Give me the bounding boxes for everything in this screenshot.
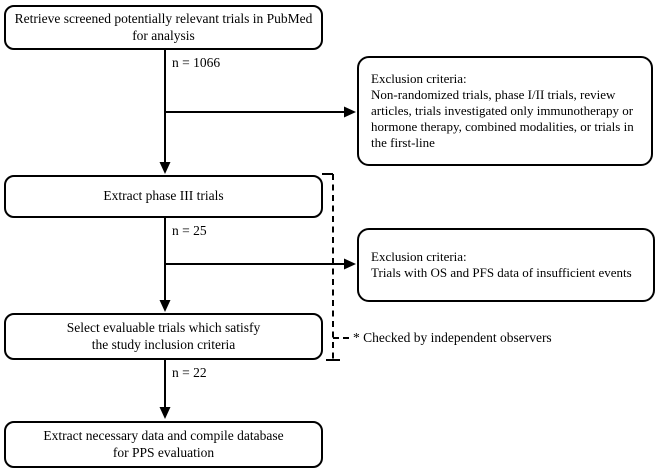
arrowhead-down-1-icon [159,162,171,174]
flow-box-select-evaluable-label: Select evaluable trials which satisfy th… [66,320,261,352]
exclusion-box-insufficient-events-title: Exclusion criteria: [371,249,467,265]
count-label-n1066: n = 1066 [172,55,221,70]
flow-box-extract-phase3-label: Extract phase III trials [103,188,224,204]
arrowhead-right-1-icon [344,106,356,118]
count-label-n25: n = 25 [172,223,207,238]
flow-box-extract-data-label: Extract necessary data and compile datab… [43,428,284,460]
arrowhead-down-3-icon [159,407,171,419]
flow-box-extract-phase3: Extract phase III trials [4,175,323,218]
flow-box-retrieve-trials: Retrieve screened potentially relevant t… [4,5,323,50]
arrowhead-down-2-icon [159,300,171,312]
exclusion-box-initial-screen-title: Exclusion criteria: [371,71,467,87]
exclusion-box-insufficient-events: Exclusion criteria: Trials with OS and P… [357,228,655,302]
count-label-n22: n = 22 [172,365,207,380]
flow-box-select-evaluable: Select evaluable trials which satisfy th… [4,313,323,360]
flow-box-retrieve-trials-label: Retrieve screened potentially relevant t… [14,11,313,43]
arrowhead-right-2-icon [344,258,356,270]
note-checked-by-observers: * Checked by independent observers [353,330,552,345]
exclusion-box-initial-screen-body: Non-randomized trials, phase I/II trials… [371,87,634,150]
exclusion-box-initial-screen: Exclusion criteria: Non-randomized trial… [357,56,653,166]
exclusion-box-insufficient-events-body: Trials with OS and PFS data of insuffici… [371,265,632,280]
flow-box-extract-data: Extract necessary data and compile datab… [4,421,323,468]
